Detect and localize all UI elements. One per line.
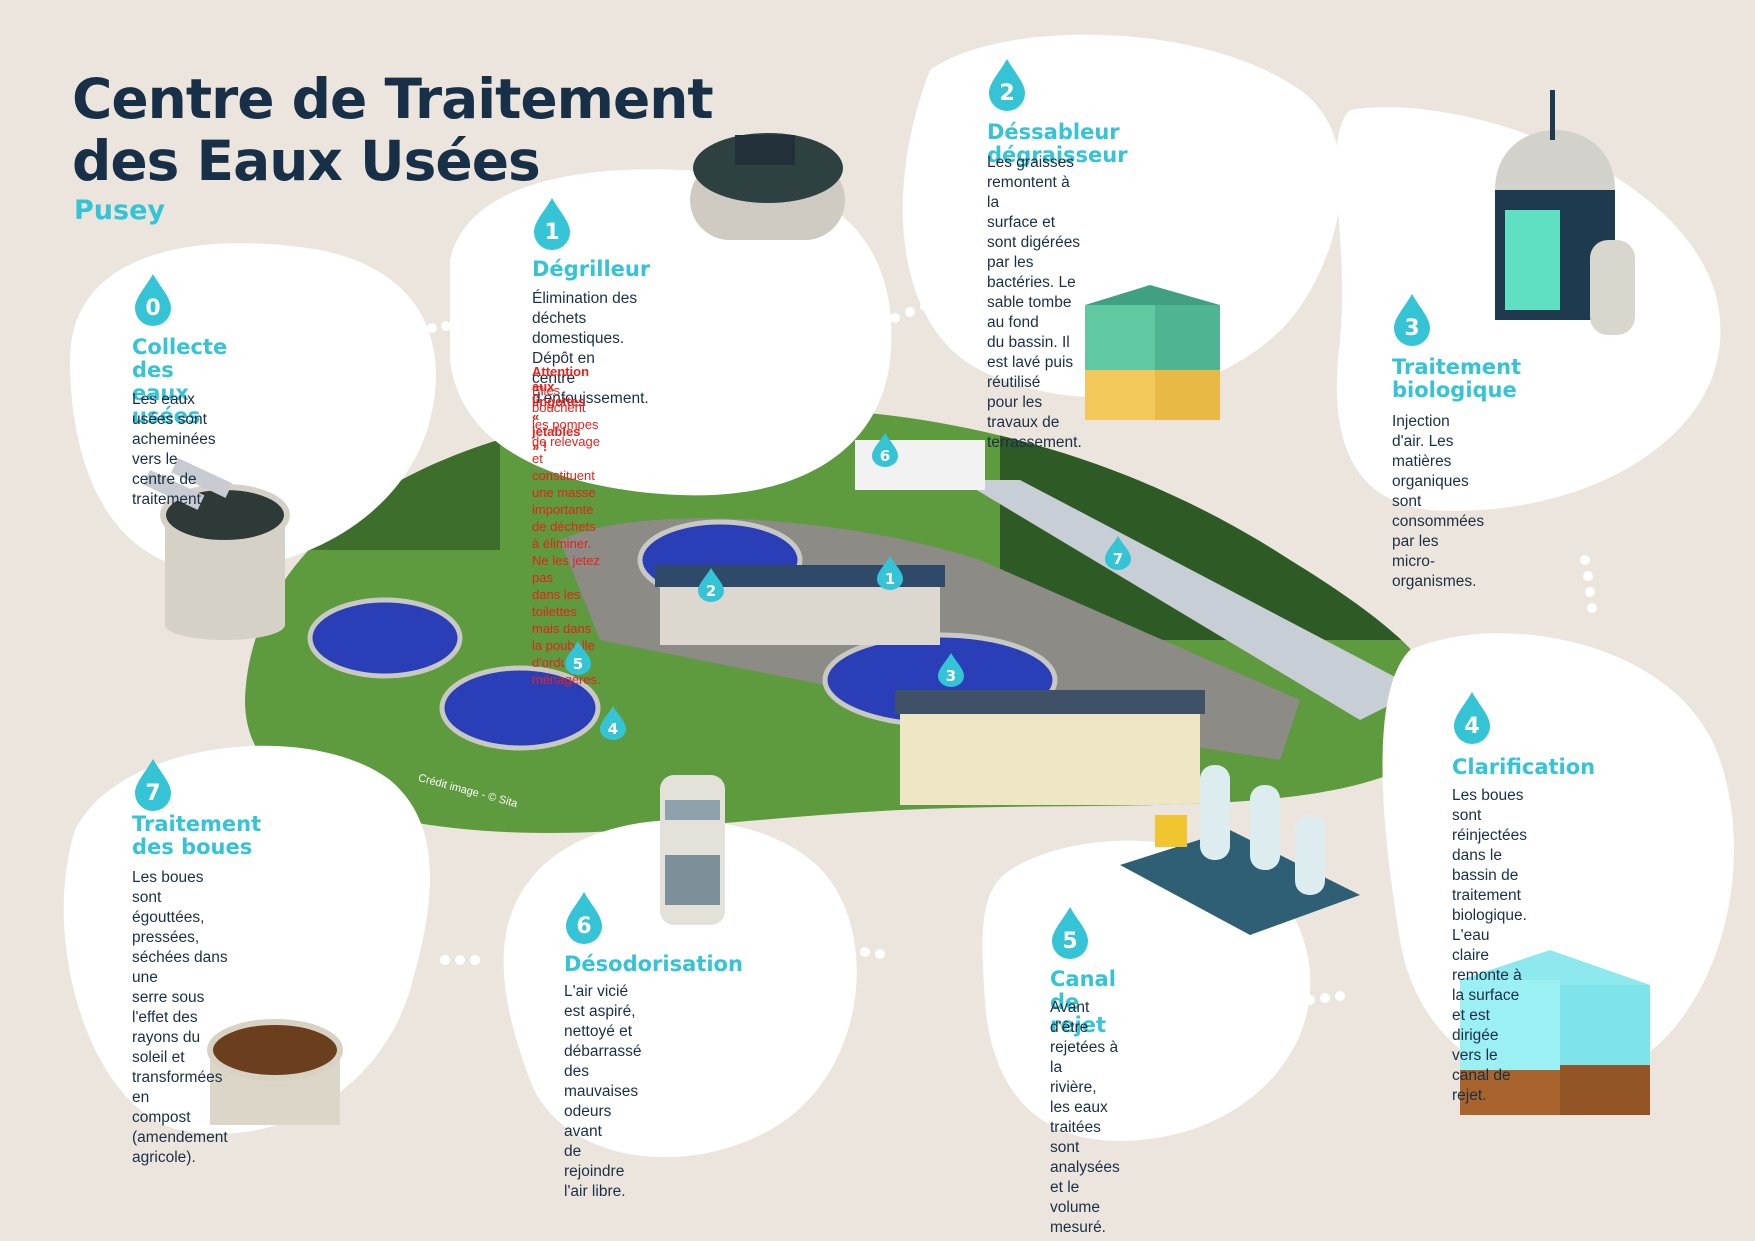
page-title-line1: Centre de Traitement xyxy=(72,67,714,131)
step-title: Clarification xyxy=(1452,755,1596,779)
photo-marker-1: 1 xyxy=(876,555,904,591)
step-description: L'air vicié est aspiré, nettoyé et débar… xyxy=(564,983,642,1200)
photo-marker-4: 4 xyxy=(599,705,627,741)
step-number: 4 xyxy=(1464,714,1480,739)
page-subtitle: Pusey xyxy=(74,195,165,226)
step-description: Injection d'air. Les matières organiques… xyxy=(1392,413,1485,590)
step-title: Déssableur dégraisseur xyxy=(987,120,1128,167)
photo-marker-7: 7 xyxy=(1104,535,1132,571)
step-number: 2 xyxy=(999,81,1015,106)
raw-sewage-tank-icon xyxy=(143,458,290,640)
step-description: Élimination des déchets domestiques. Dép… xyxy=(532,290,649,407)
water-drop-icon: 7 xyxy=(133,757,173,813)
step-description: Les graisses remontent à la surface et s… xyxy=(987,154,1082,451)
water-drop-icon: 1 xyxy=(532,196,572,252)
warning-text: Elles bouchent les pompes de relevage et… xyxy=(532,383,601,687)
water-drop-icon: 2 xyxy=(987,57,1027,113)
water-drop-icon: 4 xyxy=(1452,690,1492,746)
photo-marker-2: 2 xyxy=(697,567,725,603)
page-title: Centre de Traitement des Eaux Usées xyxy=(72,67,714,193)
aerial-photo xyxy=(245,406,1444,833)
step-title: Canal de rejet xyxy=(1050,967,1116,1037)
step-title: Collecte des eaux usées xyxy=(132,335,228,428)
step-title: Dégrilleur xyxy=(532,257,651,281)
step-description: Les eaux usées sont acheminées vers le c… xyxy=(132,391,216,508)
sludge-tank-icon xyxy=(207,1019,343,1125)
dotted-connectors xyxy=(413,235,1597,1005)
photo-marker-5: 5 xyxy=(564,640,592,676)
page-title-line2: des Eaux Usées xyxy=(72,129,541,193)
step-number: 7 xyxy=(145,781,161,806)
step-number: 3 xyxy=(1404,316,1420,341)
water-drop-icon: 5 xyxy=(1050,905,1090,961)
water-drop-icon: 3 xyxy=(1392,292,1432,348)
sand-grease-cube-icon xyxy=(1085,285,1220,420)
step-number: 6 xyxy=(576,914,592,939)
clarification-cube-icon xyxy=(1460,950,1650,1115)
step-title: Désodorisation xyxy=(564,952,743,976)
warning-title: Attention aux lingettes « jetables » ! xyxy=(532,364,590,454)
step-description: Avant d'être rejetées à la rivière, les … xyxy=(1050,999,1120,1236)
step-number: 0 xyxy=(145,296,161,321)
step-description: Les boues sont égouttées, pressées, séch… xyxy=(132,869,228,1166)
photo-marker-3: 3 xyxy=(937,652,965,688)
air-purifier-icon xyxy=(660,775,725,925)
step-title: Traitement des boues xyxy=(132,812,262,859)
water-drop-icon: 0 xyxy=(133,272,173,328)
biological-tank-icon xyxy=(1495,90,1635,335)
photo-marker-6: 6 xyxy=(871,432,899,468)
step-number: 5 xyxy=(1062,929,1078,954)
screening-basin-icon xyxy=(690,133,845,240)
analysis-station-icon xyxy=(1120,765,1360,935)
step-number: 1 xyxy=(544,220,560,245)
water-drop-icon: 6 xyxy=(564,890,604,946)
step-title: Traitement biologique xyxy=(1392,355,1522,402)
step-description: Les boues sont réinjectées dans le bassi… xyxy=(1452,787,1527,1104)
